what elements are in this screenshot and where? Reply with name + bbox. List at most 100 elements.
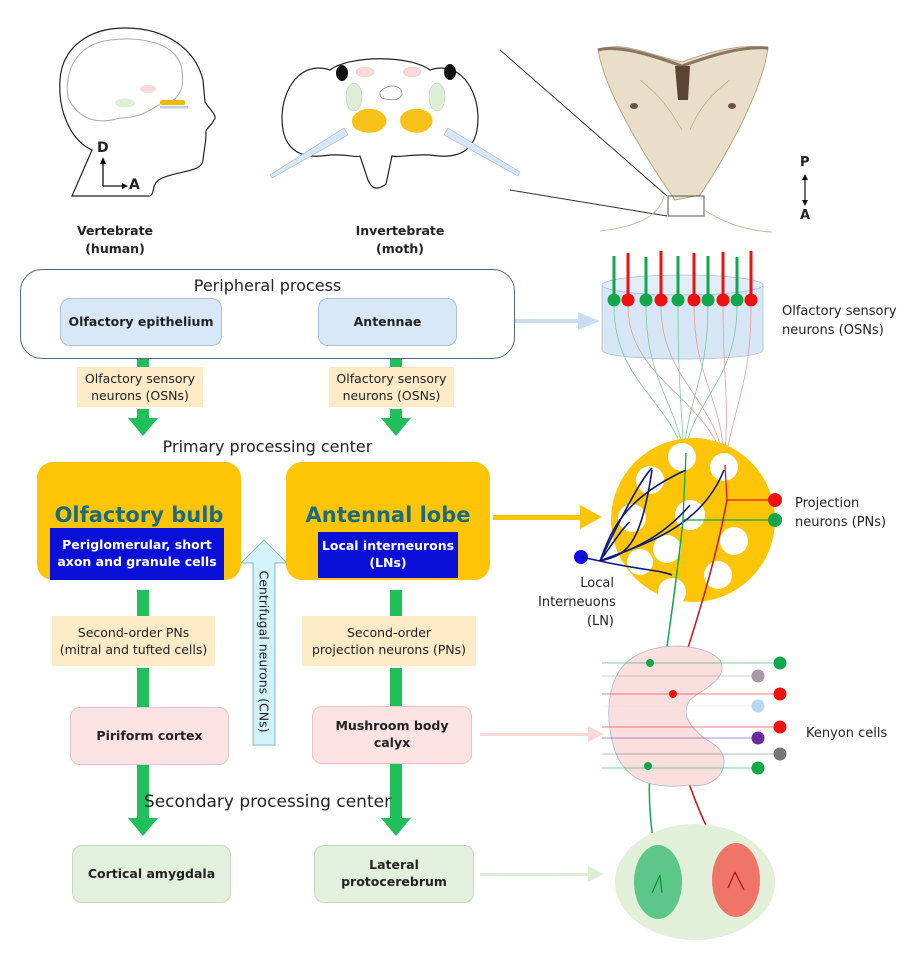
pn-green-soma [768,513,782,527]
cortical-amygdala-box[interactable]: Cortical amygdala [72,845,231,903]
pn-label-line2: projection neurons (PNs) [311,642,466,657]
mushroom-body-schematic [602,645,787,787]
lateral-line2: protocerebrum [341,874,447,889]
osn-axon [722,305,727,466]
cells-line2: axon and granule cells [57,554,217,569]
flow-arrow-shaft [137,764,149,818]
axis-posterior-label: P [800,155,810,170]
kenyon-cell-soma [751,731,765,745]
invertebrate-caption: Invertebrate (moth) [340,222,460,258]
glomerulus [710,453,738,481]
osn-label-line1: Olfactory sensory [84,370,196,386]
piriform-region-human [140,85,156,93]
flow-arrow-shaft [390,590,402,616]
osn-axon [683,305,709,456]
osn-label-line1: Olfactory sensory [336,370,447,386]
cells-line1: Periglomerular, short [62,537,212,553]
osn-side-line2: neurons (OSNs) [782,322,884,338]
flow-arrow-shaft [137,590,149,616]
vertebrate-caption: Vertebrate (human) [60,222,170,258]
second-order-pn-label-vertebrate: Second-order PNs (mitral and tufted cells… [52,616,215,666]
amygdala-region-human [115,98,135,108]
kenyon-cell-soma [751,699,765,713]
piriform-cortex-box[interactable]: Piriform cortex [70,707,229,765]
zoom-line-bottom [509,189,668,217]
flow-arrow-shaft [390,409,402,418]
link-arrow-mushroom-body [480,726,604,742]
zoom-line-top [499,49,668,197]
vertebrate-label: Vertebrate [76,223,154,238]
kenyon-cell-soma [773,656,787,670]
centrifugal-arrow [239,539,289,746]
osn-soma [621,293,635,307]
link-arrow-antennal-lobe [493,505,602,529]
pn-red-soma [768,493,782,507]
osn-axon [677,305,685,456]
kenyon-cell-soma [751,669,765,683]
mushroom-line2: calyx [373,735,411,750]
glomerulus [627,549,653,575]
centrifugal-label-wrapper: Centrifugal neurons (CNs) [256,560,272,742]
centrifugal-neurons-label: Centrifugal neurons (CNs) [256,569,272,733]
local-interneurons-box[interactable]: Local interneurons(LNs) [318,532,458,578]
osn-soma [744,293,758,307]
kenyon-cells-label: Kenyon cells [806,726,888,741]
kenyon-cell-soma [751,761,765,775]
olfactory-epithelium-human [160,106,188,109]
antennae-box[interactable]: Antennae [318,298,457,346]
axis-dorsal-label: D [97,140,109,156]
osn-side-line1: Olfactory sensory [782,304,897,319]
peripheral-process-title: Peripheral process [193,276,342,295]
olfactory-bulb-title: Olfactory bulb [54,503,224,527]
human-label: (human) [85,241,145,257]
glomerulus [668,443,696,471]
pn-label-line1: Second-order [346,624,432,640]
osn-soma [701,293,715,307]
moth-label: (moth) [376,241,424,257]
link-arrow-lateral-protocerebrum [480,866,604,882]
mushroom-line1: Mushroom body [335,718,449,734]
kenyon-cell-soma [773,747,787,761]
flow-arrow-head [381,418,411,436]
flow-arrows [128,352,411,836]
axis-anterior-moth-label: A [800,208,811,223]
osn-soma [607,293,621,307]
osn-label-line2: neurons (OSNs) [91,388,189,403]
osn-soma [654,293,668,307]
olfactory-bulb-human [160,100,185,105]
pn-label-line2: (mitral and tufted cells) [59,642,208,657]
cells-line2: (LNs) [369,555,407,570]
osn-axon [683,305,738,456]
lateral-protocerebrum-schematic [615,824,775,940]
osn-side-label: Olfactory sensory neurons (OSNs) [782,303,897,341]
glomerulus [704,561,732,589]
flow-arrow-shaft [137,668,149,707]
ln-side-label: Local Interneuons (LN) [538,575,616,632]
glomerulus [658,578,686,606]
osn-axon [613,305,685,456]
pn-side-line2: neurons (PNs) [795,514,887,530]
osn-label-line2: neurons (OSNs) [342,388,441,403]
osn-soma [716,293,730,307]
olfactory-epithelium-box[interactable]: Olfactory epithelium [60,298,222,346]
link-arrow-antennae [470,312,600,330]
antennal-lobe-title: Antennal lobe [305,503,471,527]
flow-arrow-shaft [390,668,402,706]
osn-soma [671,293,685,307]
secondary-processing-title: Secondary processing center [143,792,392,812]
pn-label-line1: Second-order PNs [77,624,190,640]
invertebrate-label: Invertebrate [355,223,445,238]
flow-arrow-head [128,418,158,436]
human-head-illustration [59,27,216,197]
osn-label-invertebrate: Olfactory sensory neurons (OSNs) [329,367,454,407]
flow-arrow-head [381,818,411,836]
glomerulus [720,527,748,555]
cells-line1: Local interneurons [321,538,455,554]
glomerulus [653,535,681,563]
second-order-pn-label-invertebrate: Second-order projection neurons (PNs) [302,616,476,666]
lateral-line1: Lateral [369,857,419,873]
